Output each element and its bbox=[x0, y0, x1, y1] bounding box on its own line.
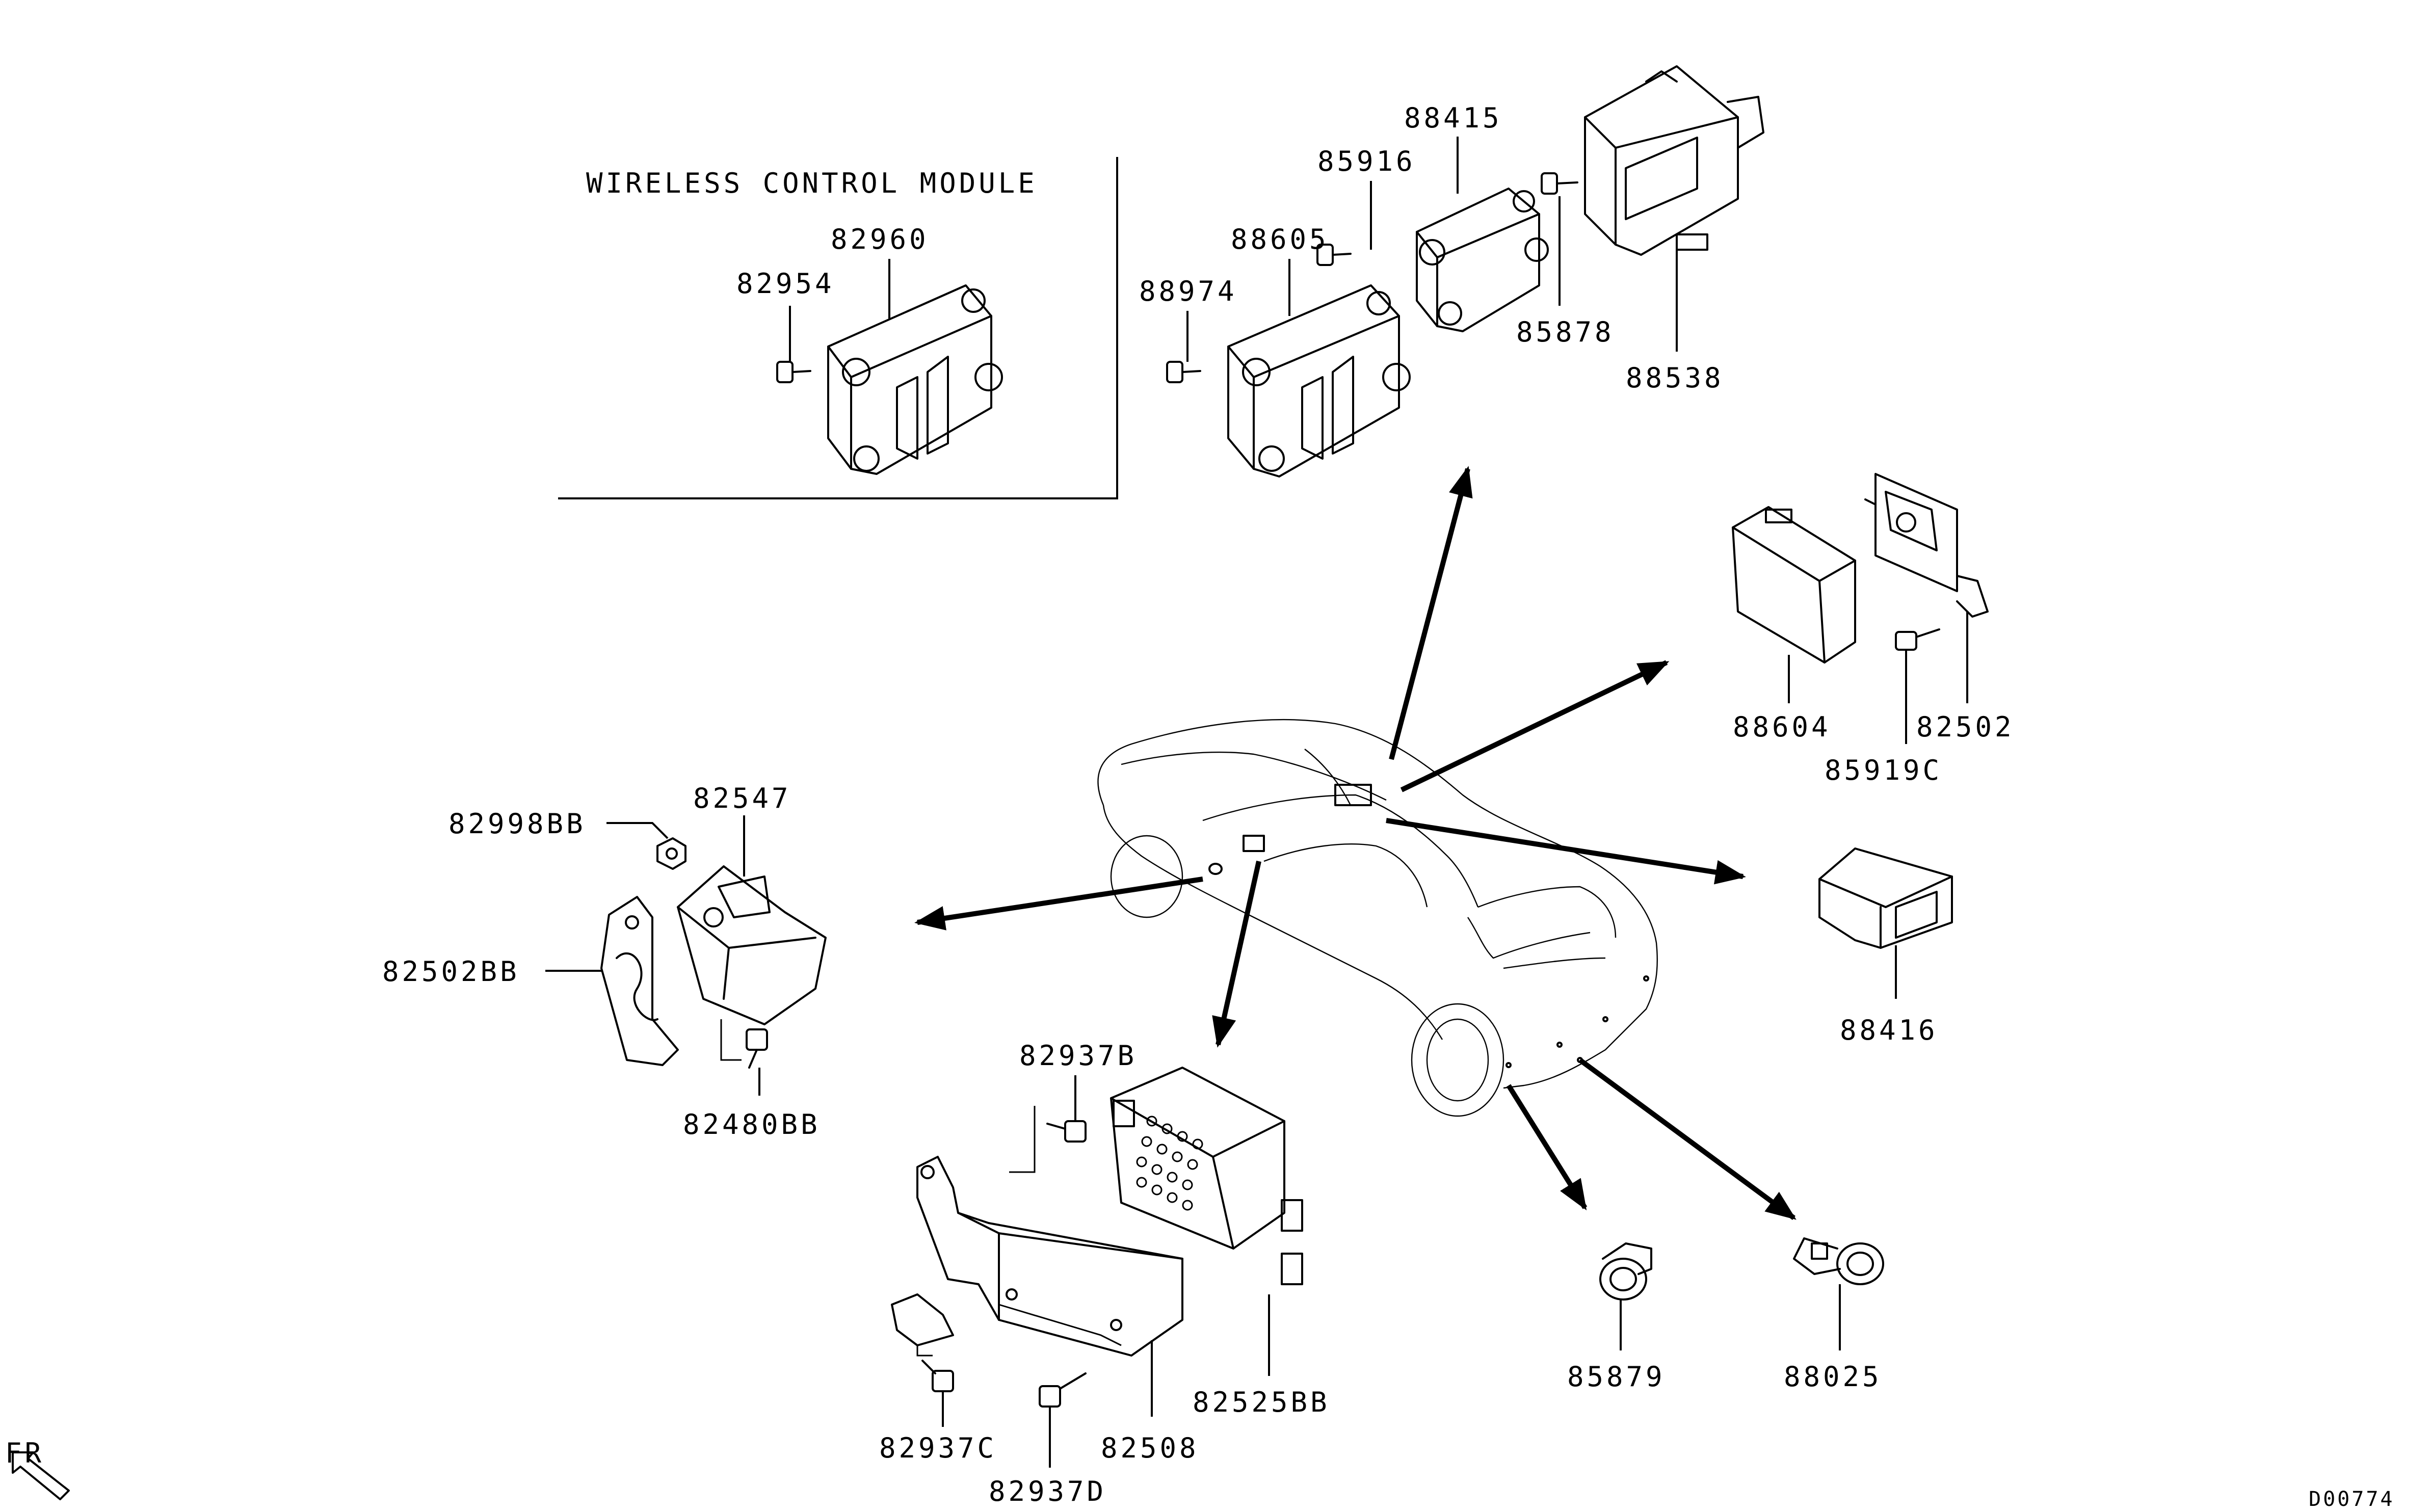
bolt-icon bbox=[1541, 172, 1578, 195]
bolt-icon bbox=[746, 1028, 768, 1069]
part-88025: 88025 bbox=[1784, 1361, 1882, 1393]
bolt-icon bbox=[1039, 1372, 1087, 1408]
part-85916: 85916 bbox=[1317, 145, 1416, 177]
part-82937C: 82937C bbox=[879, 1432, 997, 1464]
part-88538: 88538 bbox=[1626, 362, 1724, 394]
ecu-bracket-icon bbox=[891, 1156, 1183, 1357]
control-unit-icon bbox=[1732, 506, 1856, 664]
bolt-icon bbox=[1046, 1120, 1087, 1143]
upper-modules-group: 88605 88974 85916 88415 bbox=[1139, 65, 1764, 478]
part-82937B: 82937B bbox=[1019, 1040, 1137, 1072]
part-85878: 85878 bbox=[1516, 316, 1615, 348]
sensor-85879: 85879 bbox=[1567, 1242, 1666, 1393]
wireless-control-module-group: WIRELESS CONTROL MODULE 82960 82954 bbox=[558, 157, 1118, 499]
part-82525BB: 82525BB bbox=[1193, 1386, 1330, 1418]
wireless-module-icon bbox=[827, 284, 1003, 475]
car-outline-icon bbox=[1097, 719, 1658, 1117]
part-88974: 88974 bbox=[1139, 275, 1237, 307]
part-82954: 82954 bbox=[736, 268, 835, 300]
ecu-bracket-icon bbox=[1864, 473, 1989, 618]
part-82960: 82960 bbox=[831, 223, 929, 255]
right-modules-group: 88604 82502 85919C 88416 bbox=[1732, 473, 2015, 1046]
bolt-icon bbox=[656, 837, 686, 870]
front-arrow-icon bbox=[12, 1451, 70, 1500]
car-console-module bbox=[1243, 835, 1265, 852]
part-82937D: 82937D bbox=[989, 1475, 1106, 1507]
sensor-88025: 88025 bbox=[1784, 1237, 1884, 1393]
part-82502BB: 82502BB bbox=[382, 956, 520, 988]
part-82508: 82508 bbox=[1101, 1432, 1199, 1464]
bolt-icon bbox=[921, 1360, 954, 1392]
bolt-icon bbox=[1166, 361, 1201, 383]
part-82502: 82502 bbox=[1916, 711, 2015, 743]
control-unit-icon bbox=[1227, 284, 1411, 478]
part-88605: 88605 bbox=[1231, 223, 1329, 255]
pointer-arrows bbox=[914, 466, 1797, 1221]
ecu-vent-grid bbox=[1136, 1116, 1203, 1211]
control-unit-icon bbox=[1110, 1067, 1303, 1285]
car-left-module bbox=[1208, 863, 1223, 875]
part-85879: 85879 bbox=[1567, 1361, 1666, 1393]
front-marker: FR bbox=[5, 1437, 70, 1500]
part-88415: 88415 bbox=[1404, 102, 1502, 134]
control-unit-icon bbox=[677, 865, 827, 1025]
control-unit-icon bbox=[1416, 188, 1549, 332]
drawing-id: D00774 bbox=[2309, 1488, 2395, 1511]
bolt-icon bbox=[776, 361, 811, 383]
car-dash-module bbox=[1334, 784, 1372, 806]
part-82547: 82547 bbox=[693, 782, 791, 814]
ecu-bracket-icon bbox=[600, 896, 679, 1066]
control-unit-icon bbox=[1818, 847, 1953, 949]
part-82480BB: 82480BB bbox=[683, 1108, 821, 1140]
bolt-icon bbox=[1316, 244, 1352, 266]
part-85919C: 85919C bbox=[1825, 754, 1942, 786]
control-unit-icon bbox=[1584, 65, 1764, 256]
part-88604: 88604 bbox=[1733, 711, 1831, 743]
left-modules-group: 82998BB 82547 82502BB 82480BB bbox=[382, 782, 827, 1140]
bottom-modules-group: 82525BB 82508 82937B 82937C bbox=[879, 1040, 1330, 1507]
part-88416: 88416 bbox=[1840, 1014, 1938, 1046]
bolt-icon bbox=[1895, 628, 1940, 651]
part-82998BB: 82998BB bbox=[448, 808, 586, 840]
sensor-icon bbox=[1599, 1242, 1652, 1301]
group-title: WIRELESS CONTROL MODULE bbox=[586, 167, 1038, 199]
sensor-icon bbox=[1793, 1237, 1884, 1285]
